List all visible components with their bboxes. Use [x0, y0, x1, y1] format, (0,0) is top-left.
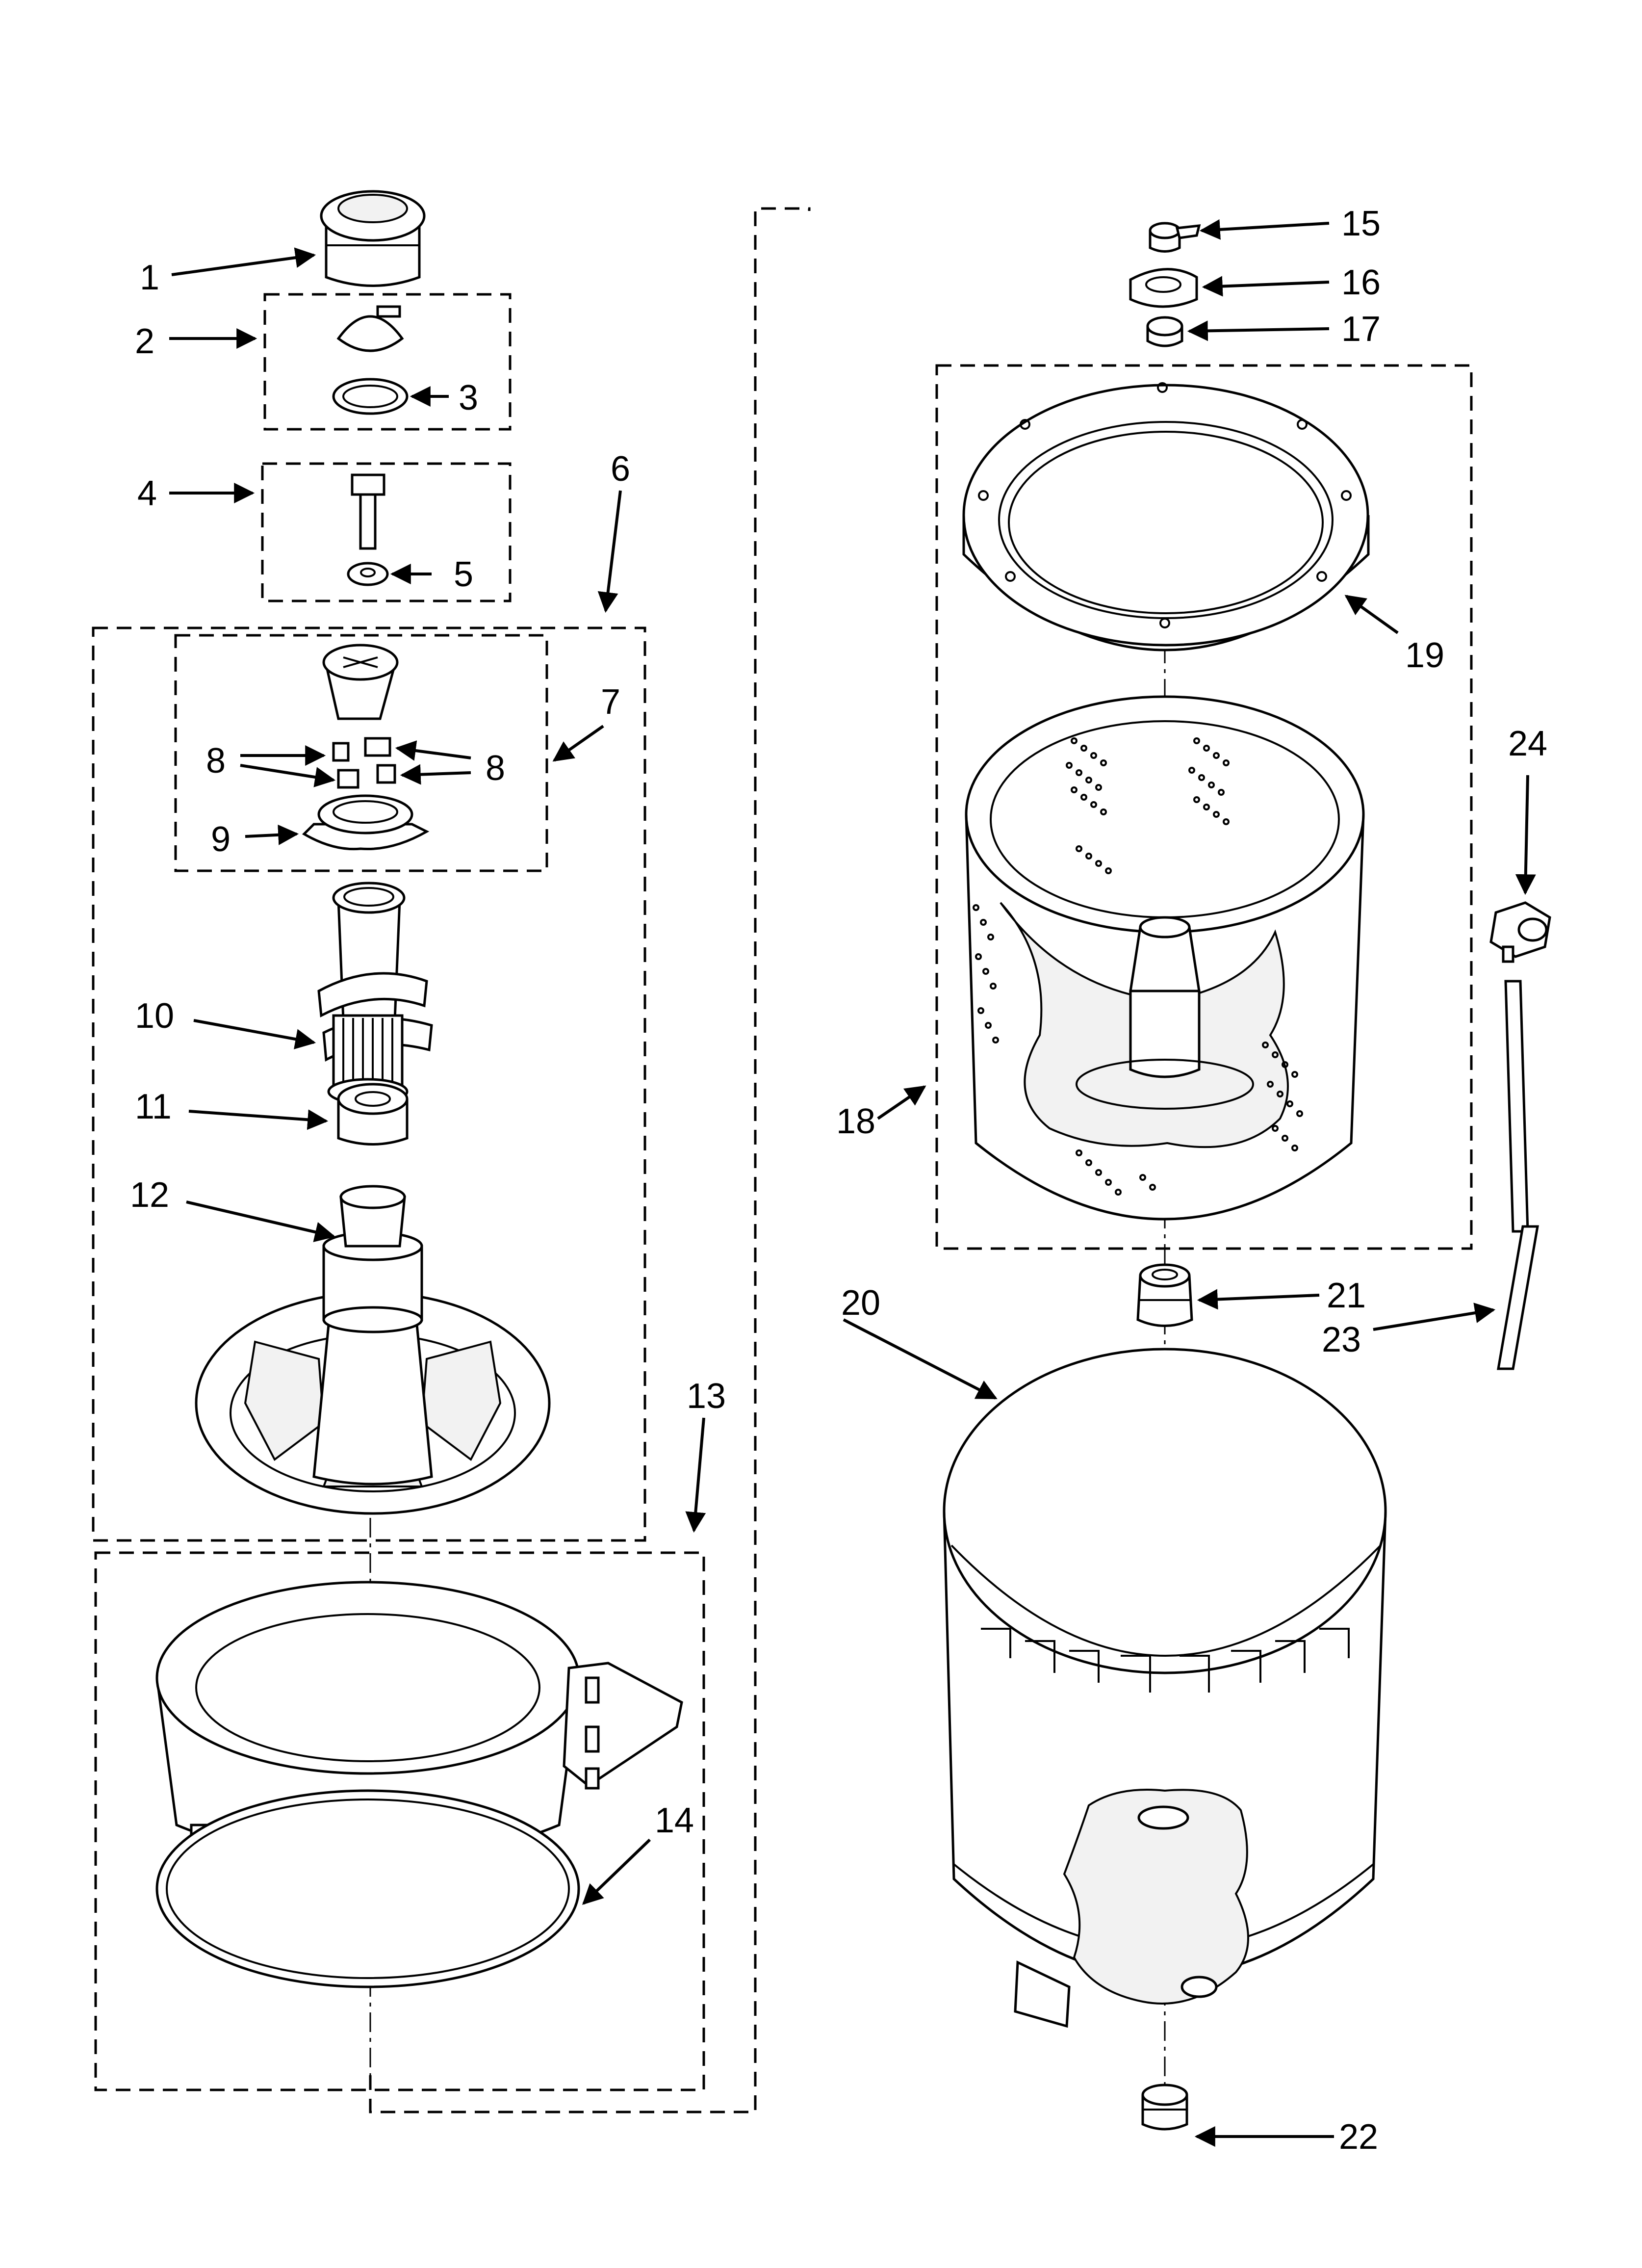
callout-13: 13 [687, 1377, 726, 1416]
part-18-spin-basket [965, 695, 1365, 1221]
part-2-cap-insert [336, 305, 404, 352]
callout-7: 7 [601, 682, 620, 722]
part-23-hose [1497, 980, 1539, 1370]
group-box-6 [92, 626, 646, 1542]
callout-8-left: 8 [206, 741, 226, 781]
callout-11: 11 [135, 1087, 172, 1126]
callout-2: 2 [135, 322, 154, 361]
part-15-nut [1149, 222, 1201, 253]
part-5-washer [347, 562, 389, 586]
callout-4: 4 [137, 474, 157, 513]
callout-6: 6 [611, 449, 630, 489]
callout-17: 17 [1341, 310, 1381, 349]
part-16-seal [1129, 268, 1198, 308]
callout-12: 12 [130, 1175, 169, 1215]
callout-20: 20 [841, 1283, 880, 1323]
callout-21: 21 [1327, 1276, 1366, 1315]
callout-14: 14 [655, 1801, 694, 1840]
part-3-o-ring-inner [342, 385, 398, 408]
callout-10: 10 [135, 996, 174, 1036]
tub-clips [981, 1628, 1350, 1693]
part-20-outer-tub [943, 1348, 1387, 2028]
connector-dashed-line [369, 207, 811, 2113]
part-1-agitator-cap [320, 190, 426, 287]
part-14-tub-gasket [155, 1789, 580, 1988]
callout-23: 23 [1322, 1320, 1361, 1359]
callout-18: 18 [836, 1102, 875, 1141]
callout-9: 9 [211, 820, 231, 859]
part-4-bolt [351, 473, 385, 550]
group-box-13 [94, 1551, 705, 2091]
group-box-18-19 [935, 364, 1473, 1250]
part-3-o-ring [332, 378, 409, 415]
part-7-dog-assembly [322, 644, 399, 720]
callout-22: 22 [1339, 2117, 1378, 2157]
callout-3: 3 [459, 378, 478, 417]
callout-5: 5 [454, 555, 473, 594]
part-12-agitator-base [195, 1185, 551, 1515]
group-box-4 [261, 462, 512, 602]
callout-24: 24 [1508, 724, 1547, 763]
part-5-washer-hole [360, 568, 376, 577]
part-8-dogs [332, 737, 396, 789]
callout-1: 1 [140, 258, 159, 297]
part-21-drive-hub [1136, 1263, 1193, 1327]
callout-19: 19 [1405, 636, 1444, 675]
leader-arrows [169, 219, 1536, 2147]
group-box-7 [174, 634, 548, 872]
callout-15: 15 [1341, 204, 1381, 243]
callout-16: 16 [1341, 263, 1381, 302]
part-24-clamp [1489, 901, 1551, 963]
callout-8-right: 8 [486, 749, 505, 788]
part-11-coupler [337, 1083, 409, 1146]
group-box-2 [263, 293, 512, 431]
part-22-drain-plug [1141, 2084, 1188, 2131]
part-19-balance-ring [962, 382, 1370, 652]
part-9-cam [302, 794, 430, 851]
basket-perforations [973, 737, 1303, 1196]
part-10-auger [317, 882, 433, 1105]
part-17-hub-nut [1146, 316, 1183, 347]
